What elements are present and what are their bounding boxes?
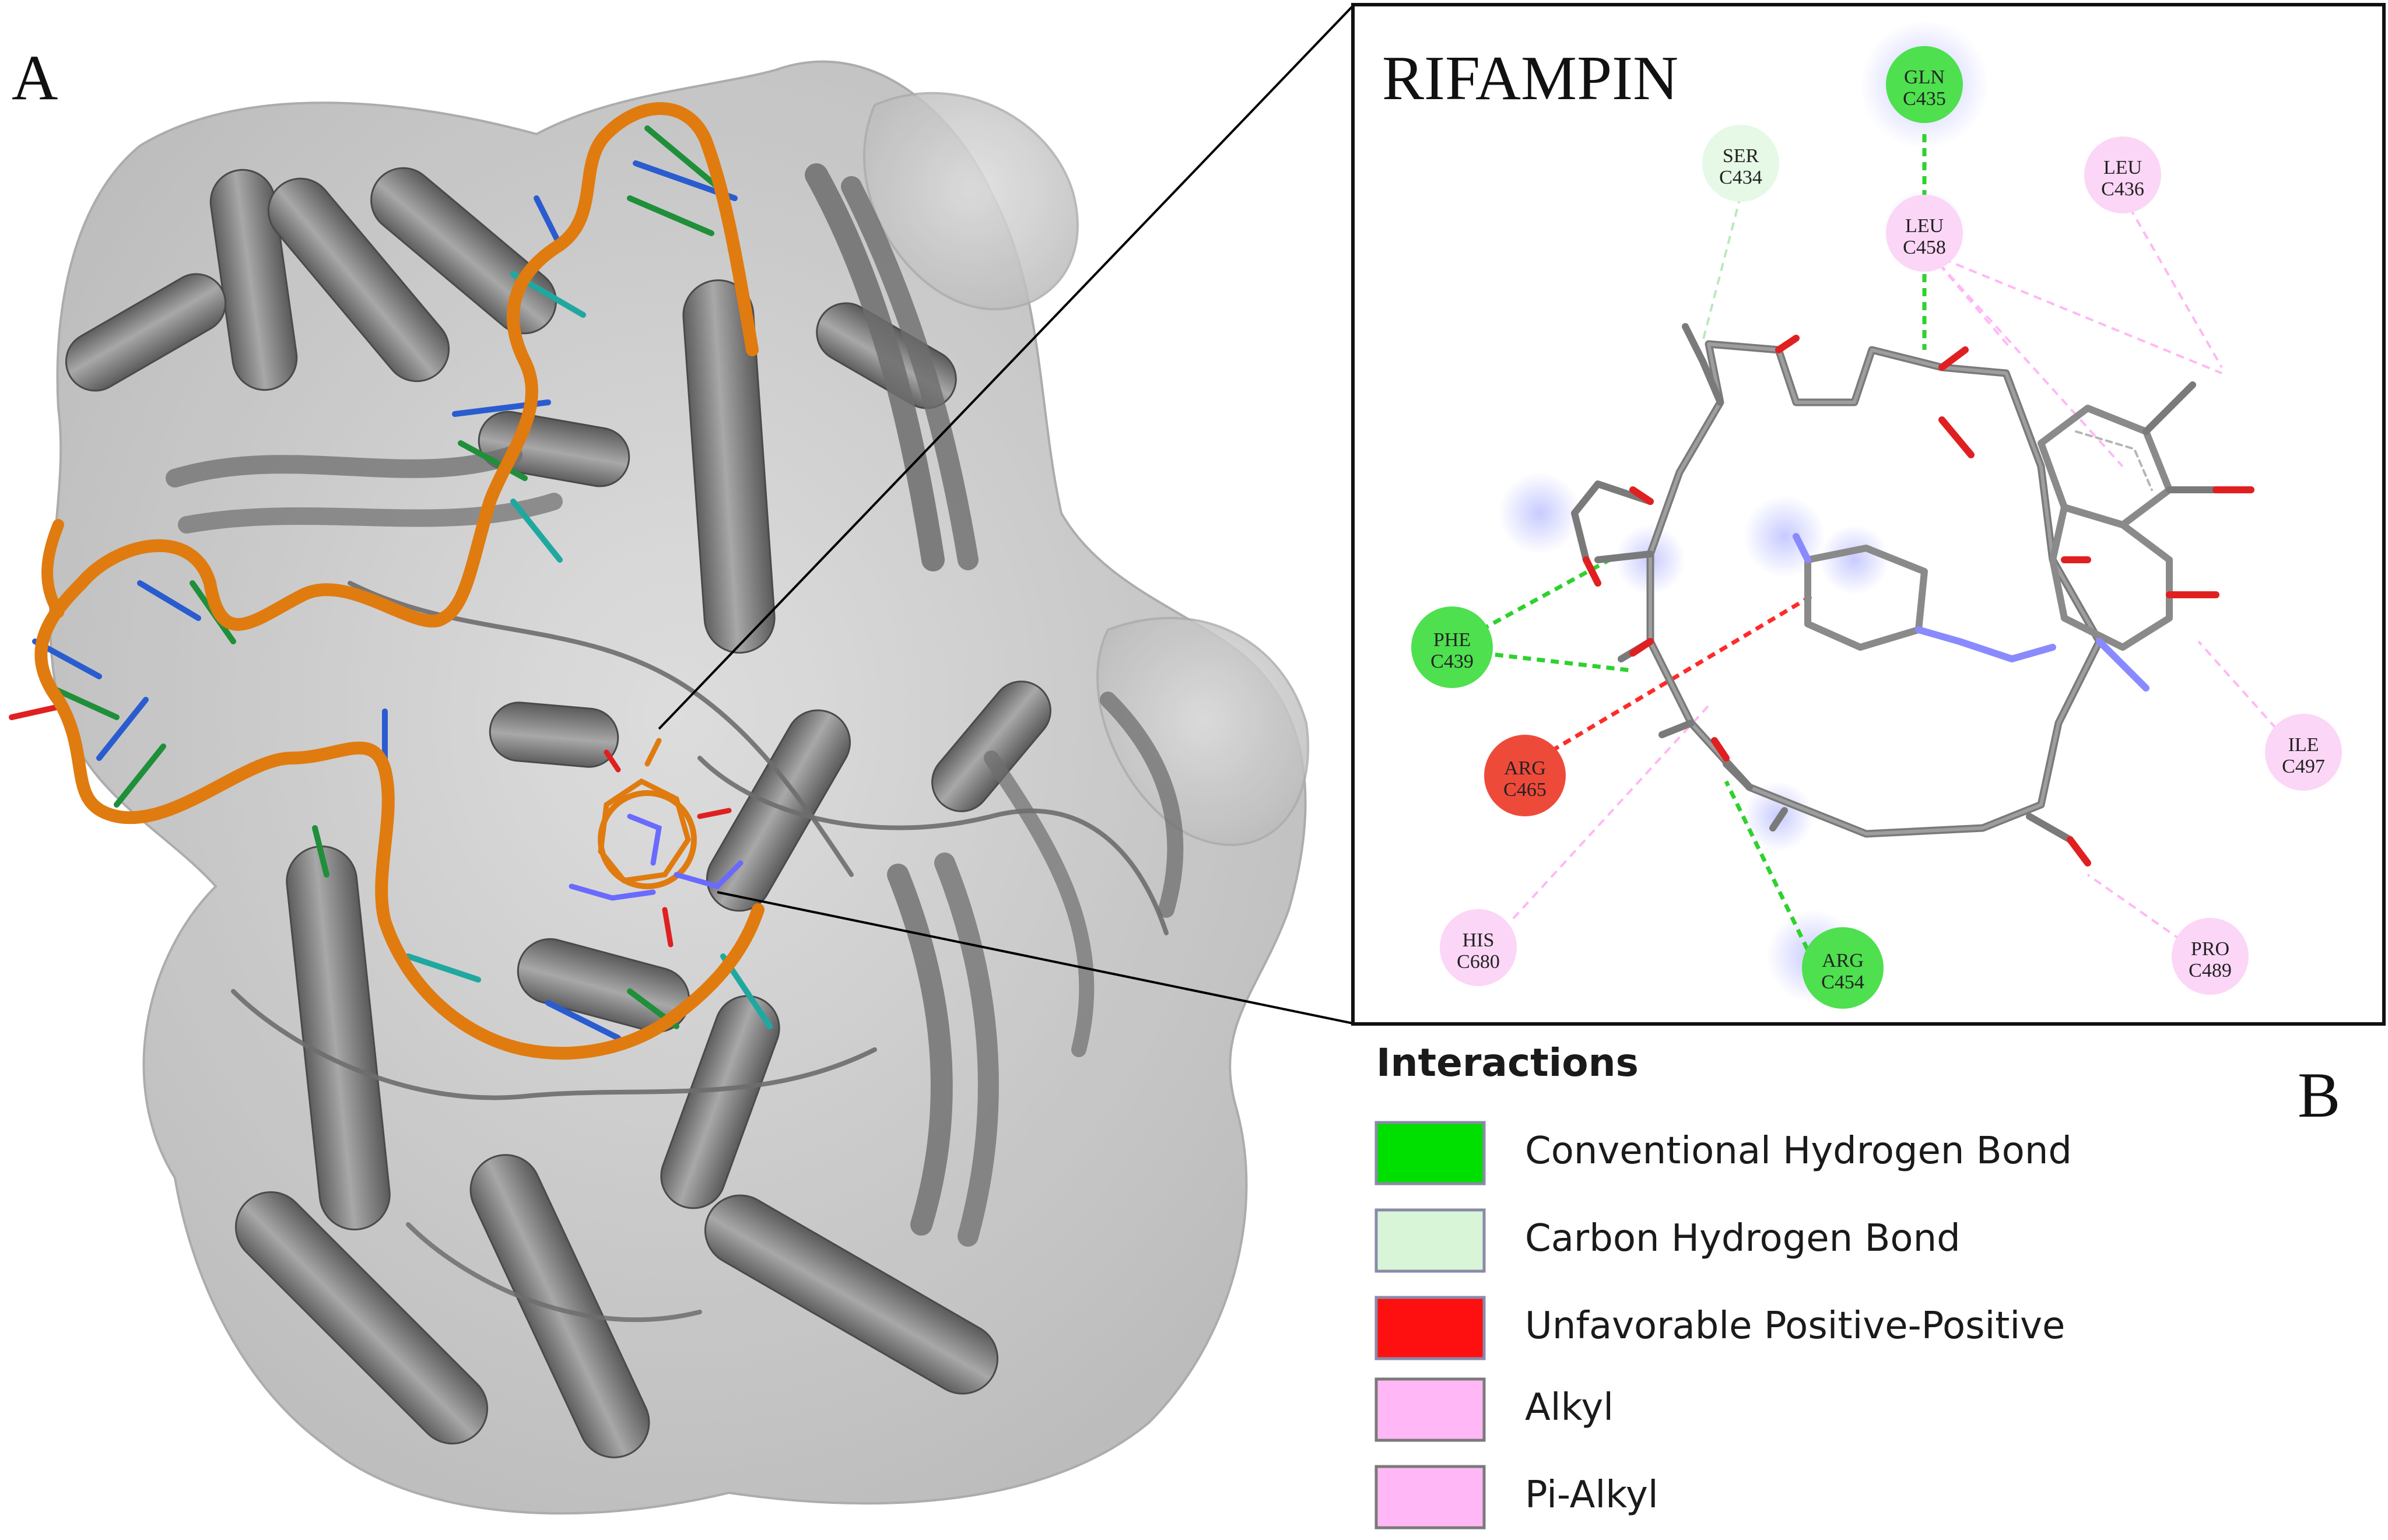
residue-name: PRO <box>2191 938 2229 960</box>
residue-id: C434 <box>1719 167 1762 188</box>
residue-name: ILE <box>2288 734 2319 756</box>
residue-id: C465 <box>1503 779 1547 801</box>
legend-label: Pi-Alkyl <box>1525 1474 1658 1517</box>
residue-name: ARG <box>1504 757 1546 779</box>
panel-a-label: A <box>12 42 58 113</box>
residue-disc-pro-c489: PRO C489 <box>2172 918 2249 995</box>
ligand-title: RIFAMPIN <box>1382 44 1678 113</box>
legend-label: Carbon Hydrogen Bond <box>1525 1217 1961 1260</box>
residue-disc-gln-c435: GLN C435 <box>1886 46 1963 123</box>
residue-disc-ile-c497: ILE C497 <box>2265 714 2342 791</box>
residue-name: HIS <box>1463 929 1495 951</box>
interaction-legend: Interactions Conventional Hydrogen Bond … <box>1376 1040 2072 1528</box>
legend-item-carbon-h-bond: Carbon Hydrogen Bond <box>1376 1210 1961 1271</box>
residue-name: ARG <box>1822 950 1864 971</box>
legend-swatch <box>1376 1122 1484 1184</box>
panel-a-structure: A <box>12 6 1353 1513</box>
residue-disc-leu-c436: LEU C436 <box>2084 136 2161 213</box>
residue-disc-leu-c458: LEU C458 <box>1886 195 1963 272</box>
residue-disc-phe-c439: PHE C439 <box>1411 606 1493 688</box>
residue-id: C436 <box>2101 178 2144 200</box>
legend-swatch <box>1376 1467 1484 1528</box>
legend-label: Alkyl <box>1525 1386 1614 1429</box>
legend-title: Interactions <box>1376 1040 1639 1085</box>
residue-id: C497 <box>2282 756 2325 777</box>
residue-name: LEU <box>2103 157 2142 178</box>
residue-disc-ser-c434: SER C434 <box>1702 125 1779 202</box>
residue-disc-arg-c454: ARG C454 <box>1802 927 1884 1009</box>
legend-item-pi-alkyl: Pi-Alkyl <box>1376 1467 1658 1528</box>
residue-name: PHE <box>1433 629 1471 651</box>
legend-item-unfavorable-pos-pos: Unfavorable Positive-Positive <box>1376 1297 2065 1359</box>
legend-swatch <box>1376 1210 1484 1271</box>
residue-name: LEU <box>1905 215 1944 237</box>
legend-item-alkyl: Alkyl <box>1376 1379 1614 1440</box>
residue-id: C435 <box>1903 88 1946 110</box>
legend-swatch <box>1376 1297 1484 1359</box>
legend-label: Unfavorable Positive-Positive <box>1525 1304 2065 1348</box>
residue-id: C489 <box>2189 960 2232 981</box>
residue-id: C439 <box>1430 651 1474 672</box>
residue-id: C454 <box>1821 971 1864 993</box>
residue-disc-arg-c465: ARG C465 <box>1484 735 1566 816</box>
panel-b-label: B <box>2298 1060 2340 1131</box>
residue-name: SER <box>1723 145 1759 167</box>
legend-swatch <box>1376 1379 1484 1440</box>
residue-id: C458 <box>1903 237 1946 258</box>
legend-label: Conventional Hydrogen Bond <box>1525 1129 2072 1173</box>
panel-b-interaction-map: RIFAMPIN <box>1353 5 2384 1024</box>
residue-disc-his-c680: HIS C680 <box>1440 909 1517 986</box>
residue-name: GLN <box>1904 66 1945 88</box>
residue-id: C680 <box>1457 951 1500 973</box>
legend-item-conventional-h-bond: Conventional Hydrogen Bond <box>1376 1122 2072 1184</box>
